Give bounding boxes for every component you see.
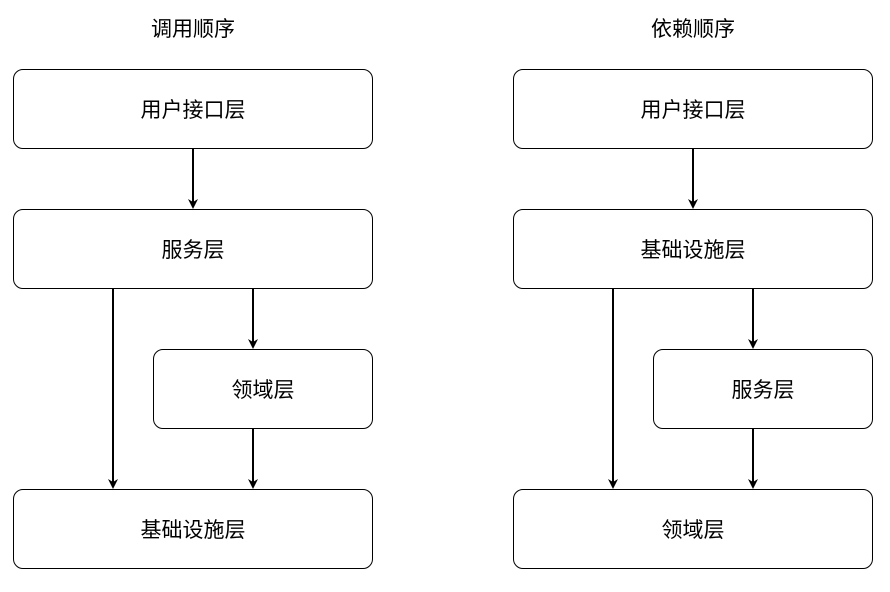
left-box-infra-layer: 基础设施层 [13, 489, 373, 569]
left-box-infra-layer-label: 基础设施层 [140, 518, 246, 542]
right-box-domain-layer: 领域层 [513, 489, 873, 569]
right-box-domain-layer-label: 领域层 [661, 518, 725, 542]
right-box-service-layer-label: 服务层 [731, 378, 795, 402]
right-box-service-layer: 服务层 [653, 349, 873, 429]
right-diagram-title: 依赖顺序 [651, 17, 735, 41]
left-box-ui-layer-label: 用户接口层 [140, 98, 246, 122]
left-diagram-title: 调用顺序 [151, 17, 235, 41]
left-box-service-layer-label: 服务层 [161, 238, 225, 262]
right-box-infra-layer-label: 基础设施层 [640, 238, 746, 262]
left-box-domain-layer: 领域层 [153, 349, 373, 429]
left-box-domain-layer-label: 领域层 [231, 378, 295, 402]
right-box-ui-layer: 用户接口层 [513, 69, 873, 149]
left-box-service-layer: 服务层 [13, 209, 373, 289]
right-box-infra-layer: 基础设施层 [513, 209, 873, 289]
left-box-ui-layer: 用户接口层 [13, 69, 373, 149]
right-box-ui-layer-label: 用户接口层 [640, 98, 746, 122]
